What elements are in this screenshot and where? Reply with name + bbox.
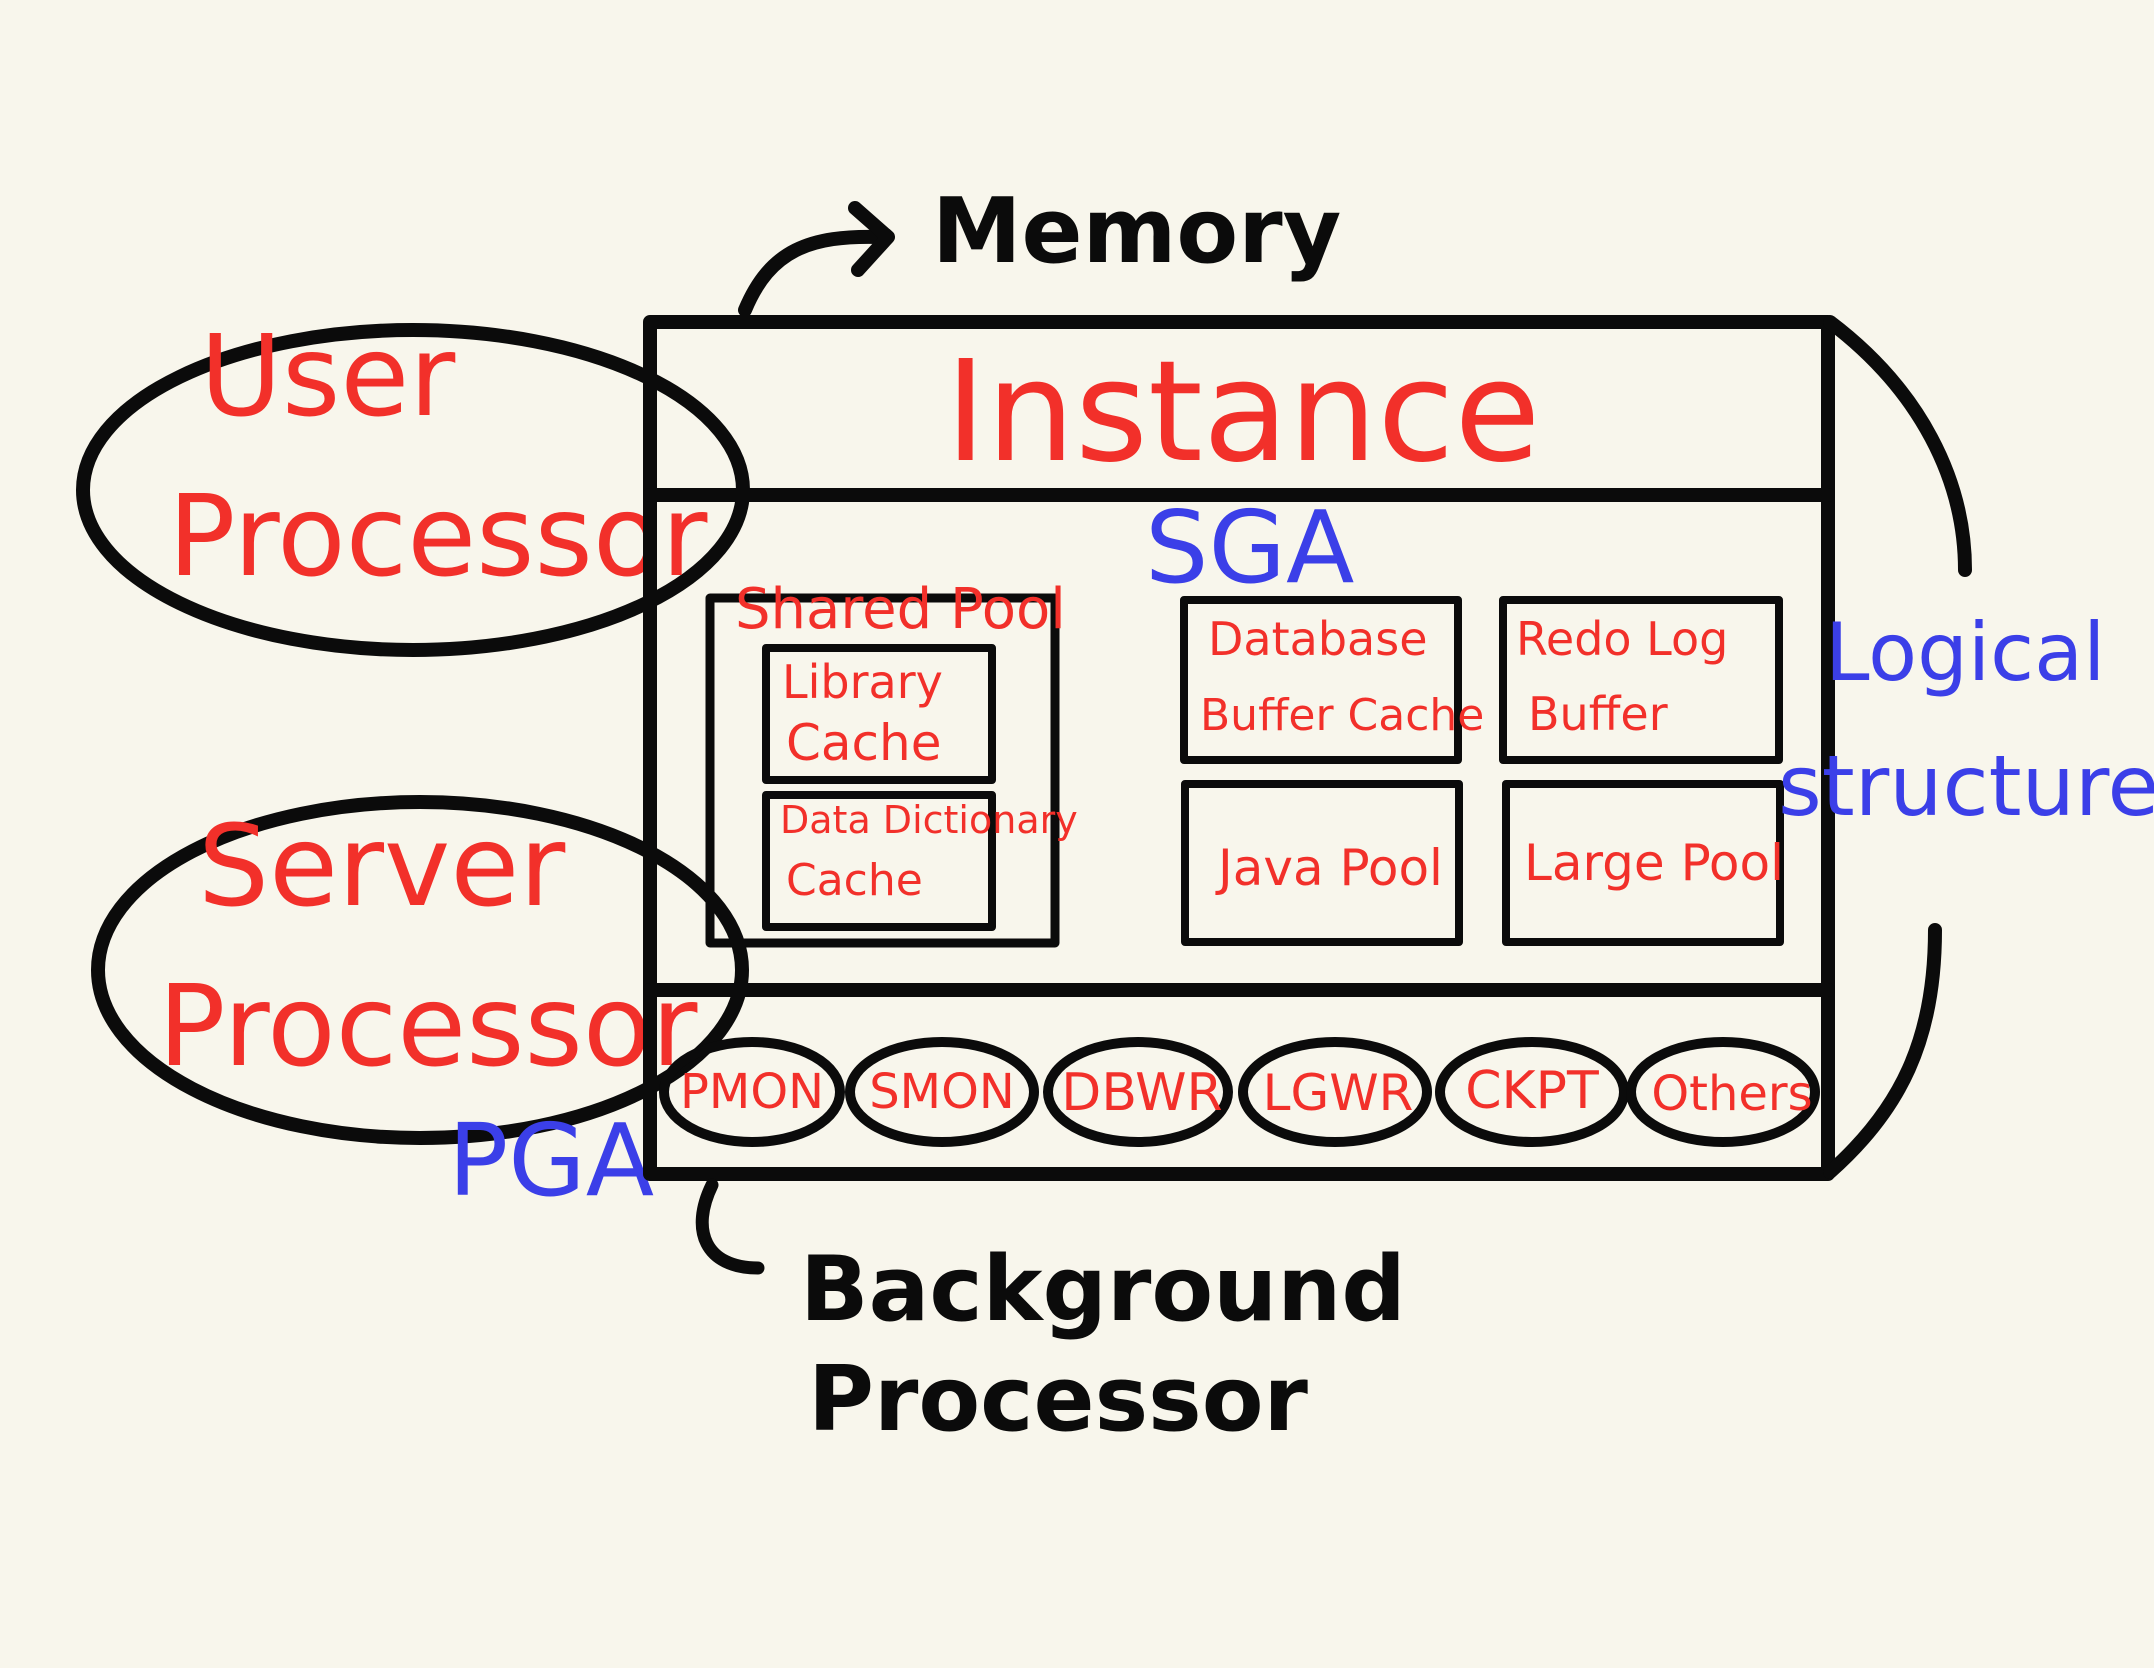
bg-process-ellipse-dbwr: [1043, 1037, 1233, 1147]
server-processor-ellipse: [91, 795, 749, 1145]
logical-structure-label-line2: structure: [1778, 737, 2154, 835]
bg-process-label-smon: SMON: [869, 1064, 1015, 1120]
bg-process-label-others: Others: [1651, 1066, 1812, 1122]
bg-process-label-pmon: PMON: [680, 1064, 824, 1120]
database-buffer-cache-label-line2: Buffer Cache: [1200, 690, 1484, 741]
large-pool-box: [1502, 780, 1784, 946]
instance-label: Instance: [945, 331, 1540, 494]
bg-process-label-lgwr: LGWR: [1263, 1064, 1414, 1122]
data-dictionary-cache-label-line1: Data Dictionary: [780, 798, 1078, 842]
user-processor-label-line1: User: [200, 312, 456, 442]
user-processor-label-line2: Processor: [168, 472, 708, 602]
bg-process-label-dbwr: DBWR: [1061, 1063, 1222, 1123]
bg-process-ellipse-ckpt: [1435, 1037, 1629, 1147]
memory-arrow-head: [848, 201, 895, 277]
bg-process-ellipse-lgwr: [1238, 1037, 1432, 1147]
data-dictionary-cache-label-line2: Cache: [786, 855, 923, 906]
java-pool-label: Java Pool: [1215, 839, 1443, 897]
bg-process-ellipse-pmon: [659, 1037, 845, 1147]
database-buffer-cache-label-line1: Database: [1208, 612, 1428, 666]
java-pool-box: [1181, 780, 1463, 946]
pga-label: PGA: [448, 1102, 654, 1219]
bg-process-label-ckpt: CKPT: [1465, 1061, 1599, 1121]
bg-process-ellipse-others: [1626, 1037, 1820, 1147]
logical-structure-label-line1: Logical: [1825, 606, 2105, 699]
library-cache-label-line2: Cache: [786, 714, 942, 772]
background-arrow: [695, 1178, 765, 1275]
large-pool-label: Large Pool: [1524, 834, 1784, 892]
database-buffer-cache-box: [1180, 596, 1462, 764]
memory-arrow: [738, 229, 887, 317]
background-process-list: PMON SMON DBWR LGWR CKPT Others: [659, 1037, 1820, 1147]
redo-log-buffer-label-line2: Buffer: [1528, 687, 1668, 741]
server-processor-label-line1: Server: [198, 802, 566, 932]
redo-log-buffer-box: [1499, 596, 1783, 764]
background-label-line2: Processor: [808, 1347, 1309, 1452]
data-dictionary-cache-box: [762, 791, 996, 931]
background-label-line1: Background: [800, 1237, 1406, 1342]
instance-box: [643, 315, 1835, 1181]
logical-structure-bracket-bottom: [1823, 923, 1942, 1179]
memory-label: Memory: [932, 179, 1341, 284]
bg-process-ellipse-smon: [845, 1037, 1039, 1147]
library-cache-box: [762, 644, 996, 784]
server-processor-label-line2: Processor: [158, 962, 698, 1092]
library-cache-label-line1: Library: [782, 655, 943, 709]
shared-pool-box: [705, 593, 1060, 948]
sga-label: SGA: [1145, 489, 1354, 606]
redo-log-buffer-label-line1: Redo Log: [1516, 612, 1728, 666]
logical-structure-bracket-top: [1823, 315, 1972, 577]
shared-pool-label: Shared Pool: [735, 577, 1066, 642]
